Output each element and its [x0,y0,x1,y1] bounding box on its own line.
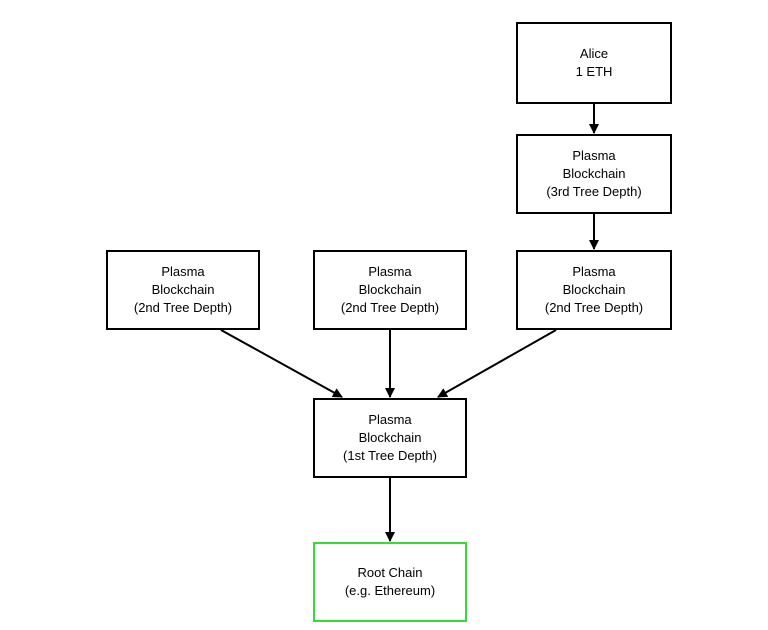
node-line: (2nd Tree Depth) [133,300,233,315]
node-line: (2nd Tree Depth) [544,300,644,315]
node-plasma-depth-1: Plasma Blockchain (1st Tree Depth) [313,398,467,478]
node-line: Plasma [161,264,205,279]
node-plasma-depth-2-right: Plasma Blockchain (2nd Tree Depth) [516,250,672,330]
edge-depth2_a-to-depth1 [220,329,343,398]
node-line: (e.g. Ethereum) [344,583,436,598]
node-root-chain: Root Chain (e.g. Ethereum) [313,542,467,622]
node-plasma-depth-2-left: Plasma Blockchain (2nd Tree Depth) [106,250,260,330]
node-line: Blockchain [562,166,626,181]
node-line: 1 ETH [575,64,613,79]
edge-depth2_c-to-depth1 [437,329,557,398]
node-plasma-depth-3: Plasma Blockchain (3rd Tree Depth) [516,134,672,214]
node-alice: Alice 1 ETH [516,22,672,104]
node-line: (2nd Tree Depth) [340,300,440,315]
node-line: Root Chain [357,565,423,580]
node-line: (1st Tree Depth) [343,448,437,463]
node-line: Plasma [572,148,616,163]
node-line: Blockchain [562,282,626,297]
node-line: Plasma [368,264,412,279]
node-line: Blockchain [358,282,422,297]
node-line: Plasma [572,264,616,279]
node-line: Plasma [368,412,412,427]
node-line: Blockchain [358,430,422,445]
node-line: Alice [579,46,609,61]
node-plasma-depth-2-middle: Plasma Blockchain (2nd Tree Depth) [313,250,467,330]
node-line: Blockchain [151,282,215,297]
node-line: (3rd Tree Depth) [546,184,642,199]
